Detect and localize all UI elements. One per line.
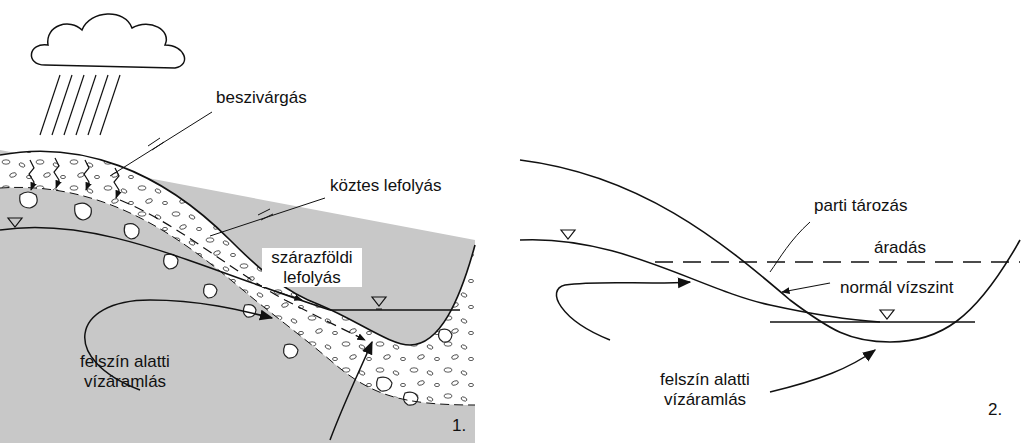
process-label: parti tározás (812, 196, 910, 216)
groundwater-arrow (770, 350, 875, 392)
groundwater-arrow (556, 282, 690, 340)
panel-number: 2. (988, 400, 1002, 420)
process-label: szárazföldi lefolyás (262, 248, 362, 287)
leader-tick (148, 138, 164, 150)
water-surface (330, 309, 460, 311)
leader-line (210, 198, 325, 236)
process-label: köztes lefolyás (330, 176, 442, 196)
level-label: normál vízszint (838, 278, 955, 298)
bedrock (0, 150, 475, 443)
leader-arrow (782, 283, 830, 292)
bank-surface (520, 160, 1020, 342)
panel-two (520, 160, 1020, 392)
groundwater-arrow (330, 342, 372, 440)
water-level-symbol (880, 310, 894, 319)
panel-number: 1. (452, 416, 466, 436)
process-label: beszivárgás (216, 88, 307, 108)
pebble-texture (0, 151, 475, 405)
leader-tick (258, 209, 273, 220)
ground-surface (0, 151, 475, 345)
overland-arrow (278, 292, 302, 300)
water-level-symbol (376, 309, 382, 310)
water-level-symbol (561, 230, 575, 239)
cloud (31, 14, 184, 68)
process-label: felszín alatti vízáramlás (640, 370, 770, 409)
leader-line (110, 112, 212, 176)
level-label: áradás (872, 238, 928, 258)
boulders (20, 192, 452, 405)
interflow-arrow (120, 200, 365, 340)
normal-level (770, 321, 975, 323)
water-level-symbol (372, 297, 386, 306)
soil-layer (0, 151, 475, 405)
flood-level (655, 261, 1020, 262)
process-label: felszín alatti vízáramlás (60, 352, 190, 391)
rain (40, 75, 120, 135)
infiltration-arrows (29, 158, 119, 198)
soil-base (0, 187, 475, 405)
water-table (520, 240, 880, 322)
panel-one (0, 14, 475, 443)
water-level-symbol (8, 218, 22, 227)
leader-line (770, 222, 810, 272)
